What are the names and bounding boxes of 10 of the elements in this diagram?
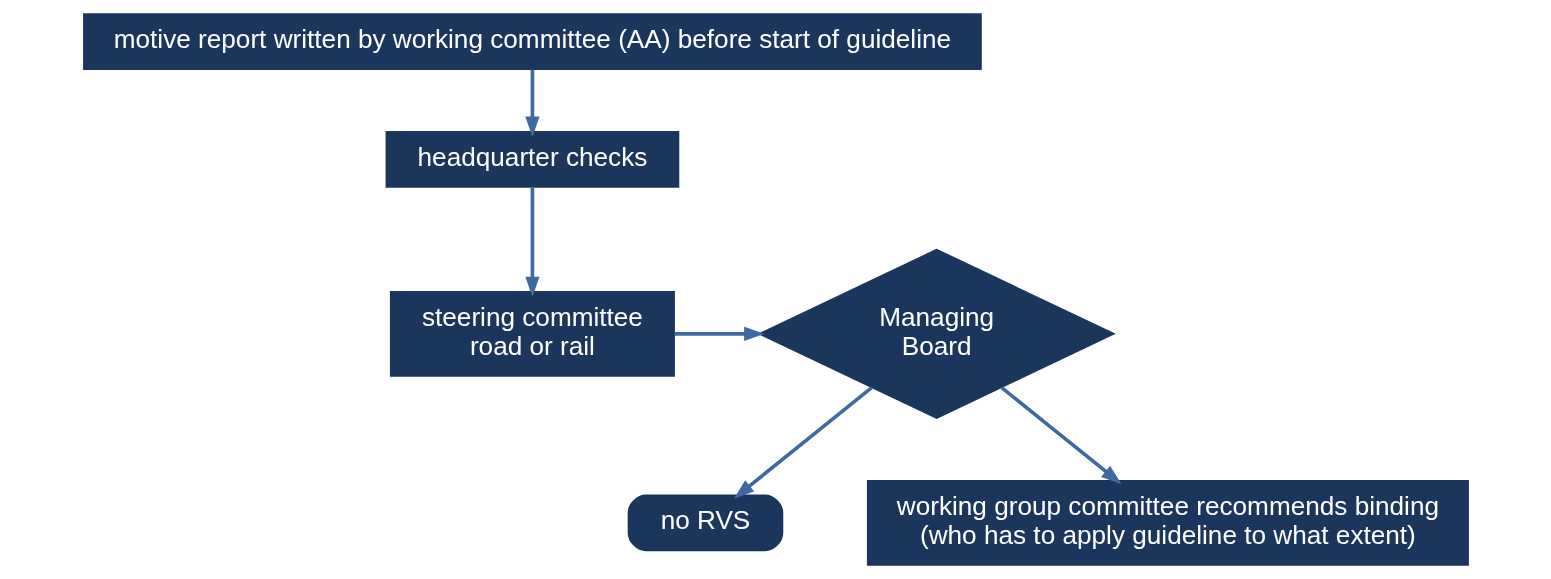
- node-box: no RVS: [627, 494, 783, 552]
- node-box: steering committee road or rail: [389, 290, 675, 377]
- arrow: [524, 187, 540, 298]
- arrow: [674, 326, 765, 341]
- node-box: working group committee recommends binding (who has to apply guideline to what extent): [866, 480, 1469, 566]
- node-box: motive report written by working committee (AA) before start of guideline: [82, 13, 982, 70]
- arrow: [1000, 386, 1122, 485]
- arrow: [524, 69, 540, 137]
- arrow: [733, 386, 873, 499]
- node-box: headquarter checks: [385, 131, 679, 188]
